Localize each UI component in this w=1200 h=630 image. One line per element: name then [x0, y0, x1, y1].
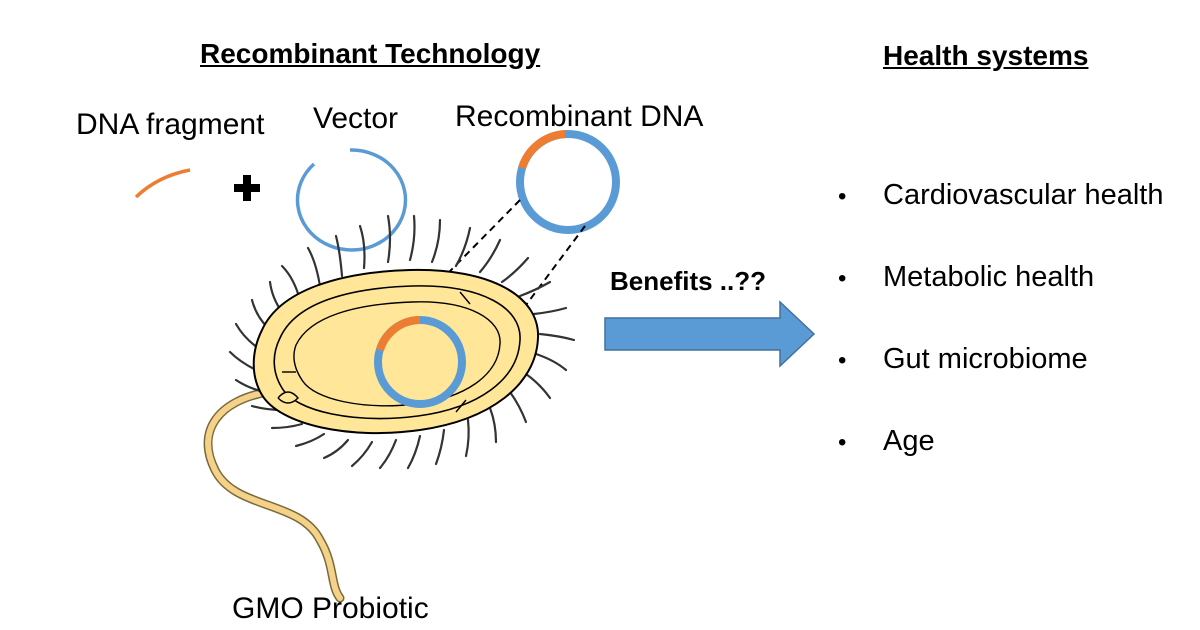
gmo-probiotic-label: GMO Probiotic [232, 592, 429, 625]
benefits-label: Benefits ..?? [610, 266, 767, 296]
list-item-label: Cardiovascular health [883, 179, 1164, 211]
bullet-icon: • [838, 347, 847, 374]
recombinant-technology-heading: Recombinant Technology [200, 38, 541, 69]
vector-plasmid [295, 148, 408, 252]
list-item: • Gut microbiome [838, 334, 1163, 416]
list-item: • Cardiovascular health [838, 170, 1163, 252]
bullet-icon: • [838, 265, 847, 292]
vector-label: Vector [313, 102, 399, 135]
list-item: • Age [838, 416, 1163, 498]
projection-line [391, 199, 521, 331]
bullet-icon: • [838, 183, 847, 210]
pili [228, 214, 576, 470]
recombinant-plasmid [516, 130, 620, 234]
plus-icon [234, 175, 260, 201]
list-item-label: Age [883, 425, 935, 457]
health-systems-list: • Cardiovascular health • Metabolic health… [838, 170, 1163, 498]
list-item: • Metabolic health [838, 252, 1163, 334]
health-systems-heading: Health systems [883, 40, 1089, 71]
bacterium-cell [252, 268, 540, 435]
arrow-right-icon [604, 300, 816, 368]
bullet-icon: • [838, 429, 847, 456]
list-item-label: Metabolic health [883, 261, 1095, 293]
list-item-label: Gut microbiome [883, 343, 1088, 375]
dna-fragment-arc [134, 168, 191, 199]
recombinant-dna-label: Recombinant DNA [455, 100, 704, 133]
dna-fragment-label: DNA fragment [76, 108, 265, 141]
